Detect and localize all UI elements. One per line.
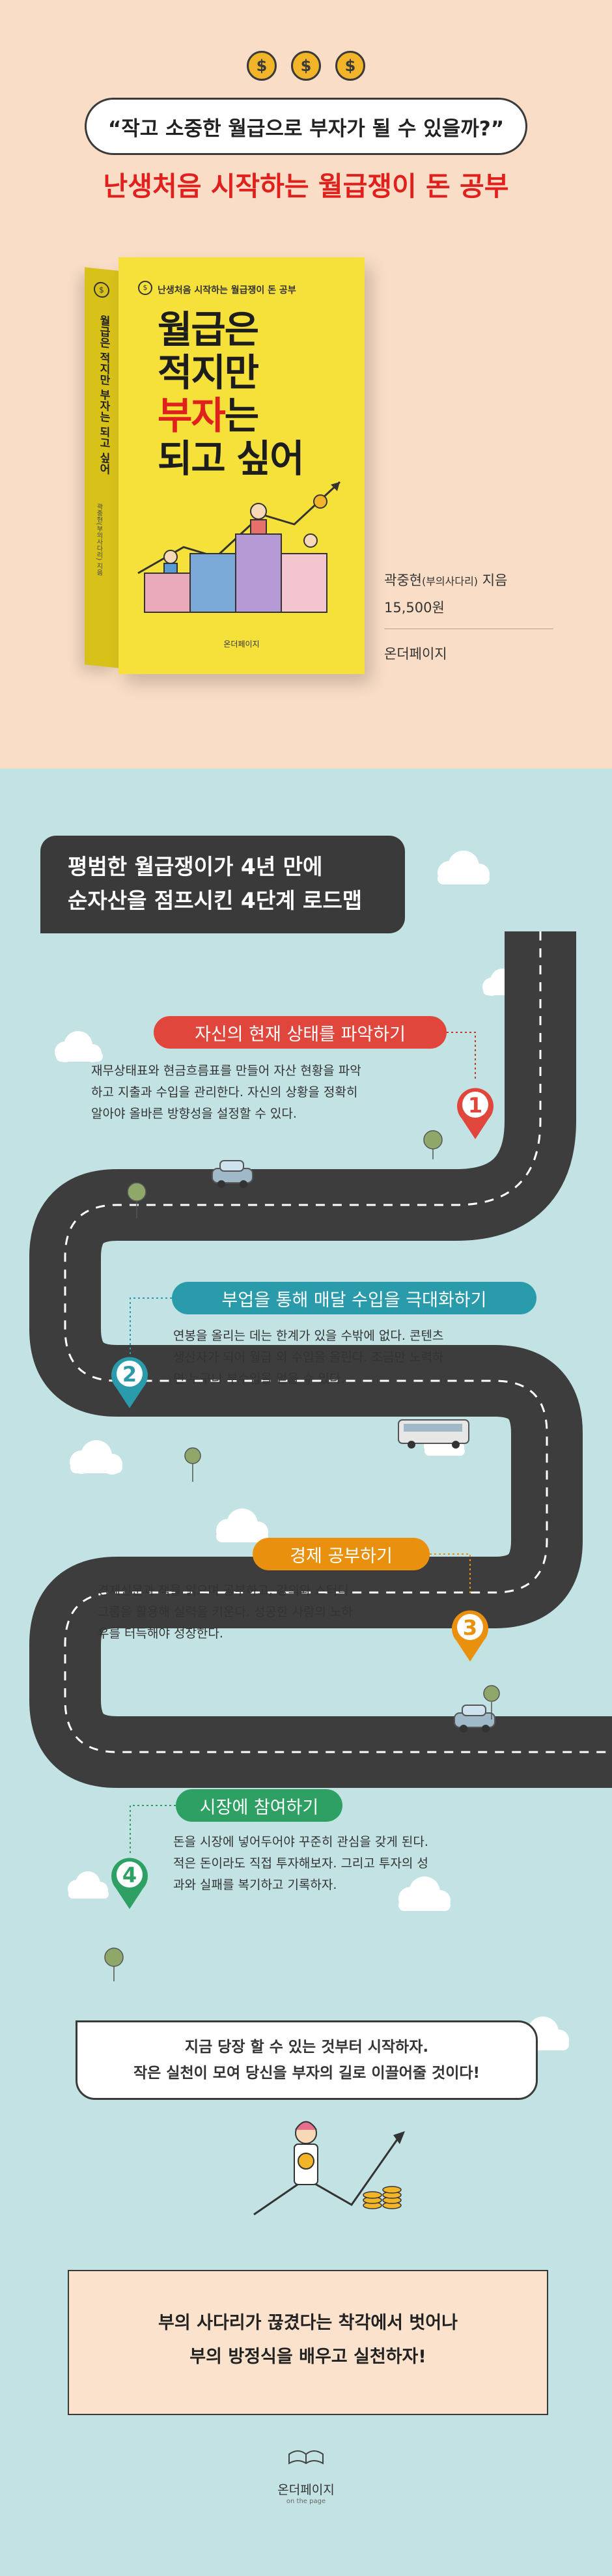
summary-box: 지금 당장 할 수 있는 것부터 시작하자. 작은 실천이 모여 당신을 부자의…	[76, 2020, 538, 2100]
step-2-number: 2	[122, 1362, 137, 1387]
cover-publisher: 온더페이지	[223, 640, 260, 649]
step-2-line: 연봉을 올리는 데는 한계가 있을 수밖에 없다. 콘텐츠	[173, 1329, 444, 1343]
step-2-description: 연봉을 올리는 데는 한계가 있을 수밖에 없다. 콘텐츠 생산자가 되어 월급…	[173, 1325, 551, 1390]
publisher-logo-icon	[288, 2450, 324, 2465]
step-4-marker: 4	[108, 1854, 151, 1909]
roadmap-intro-line1: 평범한 월급쟁이가 4년 만에	[68, 854, 323, 879]
dollar-coin-icon: $	[94, 281, 109, 299]
publisher-logo-name: 온더페이지	[277, 2483, 335, 2497]
bus-icon	[398, 1419, 469, 1449]
author-suffix: 지음	[478, 573, 508, 588]
summary-line1: 지금 당장 할 수 있는 것부터 시작하자.	[184, 2039, 429, 2056]
book-front-cover: $ 난생처음 시작하는 월급쟁이 돈 공부 월급은 적지만 부자는 되고 싶어	[118, 257, 365, 674]
step-1-marker: 1	[454, 1084, 497, 1139]
author-line: 곽중현(부의사다리) 지음	[384, 570, 553, 589]
roadmap-section: 평범한 월급쟁이가 4년 만에 순자산을 점프시킨 4단계 로드맵 자신의 현재…	[0, 769, 612, 2576]
step-1-number: 1	[467, 1093, 483, 1118]
price: 15,500원	[384, 600, 445, 616]
step-3-label: 경제 공부하기	[253, 1538, 430, 1570]
cover-title-line1: 월급은	[158, 307, 259, 352]
dollar-coin-icon: $	[247, 51, 277, 81]
final-line1: 부의 사다리가 끊겼다는 착각에서 벗어나	[158, 2313, 458, 2333]
step-1-label: 자신의 현재 상태를 파악하기	[154, 1016, 447, 1049]
step-1-line: 하고 지출과 수입을 관리한다. 자신의 상황을 정확히	[91, 1085, 358, 1099]
step-4-line: 적은 돈이라도 직접 투자해보자. 그리고 투자의 성	[173, 1856, 428, 1871]
headline: 난생처음 시작하는 월급쟁이 돈 공부	[103, 171, 509, 202]
spine-author: 곽중현(부의사다리) 지음	[95, 502, 102, 576]
book-cover-image: $ 월급은 적지만 부자는 되고 싶어 곽중현(부의사다리) 지음 $ 난생처음…	[85, 257, 365, 674]
step-3-label-text: 경제 공부하기	[290, 1546, 393, 1566]
step-4-label-text: 시장에 참여하기	[199, 1797, 319, 1818]
step-4-line: 돈을 시장에 넣어두어야 꾸준히 관심을 갖게 된다.	[173, 1835, 428, 1849]
rising-graph-illustration	[253, 2121, 405, 2216]
step-3-number: 3	[462, 1615, 478, 1640]
step-4-label: 시장에 참여하기	[176, 1789, 342, 1822]
dollar-coin-icon: $	[138, 281, 152, 295]
coin-row: $ $ $	[0, 51, 612, 81]
step-2-line: 면 누구나 부수입을 얻을 수 있다.	[173, 1372, 345, 1386]
spine-title: 월급은 적지만 부자는 되고 싶어	[97, 314, 110, 475]
step-3-marker: 3	[449, 1607, 492, 1662]
roadmap-intro-box: 평범한 월급쟁이가 4년 만에 순자산을 점프시킨 4단계 로드맵	[40, 836, 405, 933]
step-2-marker: 2	[108, 1353, 151, 1408]
quote-text: “작고 소중한 월급으로 부자가 될 수 있을까?”	[107, 117, 505, 141]
step-1-description: 재무상태표와 현금흐름표를 만들어 자산 현황을 파악 하고 지출과 수입을 관…	[91, 1060, 456, 1125]
step-4-line: 과와 실패를 복기하고 기록하자.	[173, 1878, 337, 1892]
publisher-logo-sub: on the page	[286, 2498, 326, 2505]
tree-icons	[104, 1130, 500, 1981]
stairs-illustration	[137, 481, 341, 613]
cover-title-red-word: 부자	[158, 393, 226, 438]
book-intro-section: $ $ $ “작고 소중한 월급으로 부자가 될 수 있을까?” 난생처음 시작…	[0, 0, 612, 769]
cover-title-line4: 되고 싶어	[158, 436, 305, 481]
book-info: 곽중현(부의사다리) 지음 15,500원 온더페이지	[384, 570, 553, 671]
quote-bubble: “작고 소중한 월급으로 부자가 될 수 있을까?”	[85, 98, 527, 155]
step-3-description: 경제신문과 책을 읽으며 공부하고, 강의와 스터디 그룹을 활용해 실력을 키…	[98, 1580, 436, 1645]
road-illustration	[29, 851, 612, 2465]
step-2-label: 부업을 통해 매달 수입을 극대화하기	[172, 1282, 536, 1314]
step-1-line: 알아야 올바른 방향성을 설정할 수 있다.	[91, 1107, 297, 1121]
dollar-coin-icon: $	[335, 51, 365, 81]
step-2-label-text: 부업을 통해 매달 수입을 극대화하기	[221, 1290, 487, 1310]
step-1-line: 재무상태표와 현금흐름표를 만들어 자산 현황을 파악	[91, 1064, 361, 1078]
car-icon	[212, 1160, 253, 1188]
book-spine: $ 월급은 적지만 부자는 되고 싶어 곽중현(부의사다리) 지음	[85, 267, 118, 668]
step-3-line: 경제신문과 책을 읽으며 공부하고, 강의와 스터디	[98, 1583, 349, 1598]
cover-title-line2: 적지만	[158, 350, 259, 395]
final-message-box: 부의 사다리가 끊겼다는 착각에서 벗어나 부의 방정식을 배우고 실천하자!	[68, 2270, 548, 2415]
author-name: 곽중현	[384, 573, 422, 588]
step-4-description: 돈을 시장에 넣어두어야 꾸준히 관심을 갖게 된다. 적은 돈이라도 직접 투…	[173, 1832, 551, 1896]
cover-title-line3-rest: 는	[224, 393, 259, 438]
cover-title: 월급은 적지만 부자는 되고 싶어	[158, 307, 305, 481]
step-1-label-text: 자신의 현재 상태를 파악하기	[195, 1024, 406, 1045]
author-alias: (부의사다리)	[421, 575, 479, 587]
dollar-coin-icon: $	[291, 51, 321, 81]
cover-title-line3: 부자는	[158, 394, 303, 437]
cover-series-label: 난생처음 시작하는 월급쟁이 돈 공부	[158, 285, 296, 296]
step-3-line: 그룹을 활용해 실력을 키운다. 성공한 사람의 노하	[98, 1605, 353, 1619]
step-4-number: 4	[122, 1863, 137, 1888]
publisher: 온더페이지	[384, 646, 447, 662]
roadmap-intro-line2: 순자산을 점프시킨 4단계 로드맵	[68, 888, 363, 913]
publisher-logo: 온더페이지 on the page	[0, 2461, 612, 2505]
step-2-line: 생산자가 되어 월급 외 수입을 올린다. 조금만 노력하	[173, 1350, 444, 1365]
car-icon	[454, 1705, 495, 1733]
final-line2: 부의 방정식을 배우고 실천하자!	[189, 2347, 426, 2367]
summary-line2: 작은 실천이 모여 당신을 부자의 길로 이끌어줄 것이다!	[133, 2065, 480, 2082]
step-3-line: 우를 터득해야 성장한다.	[98, 1626, 223, 1641]
